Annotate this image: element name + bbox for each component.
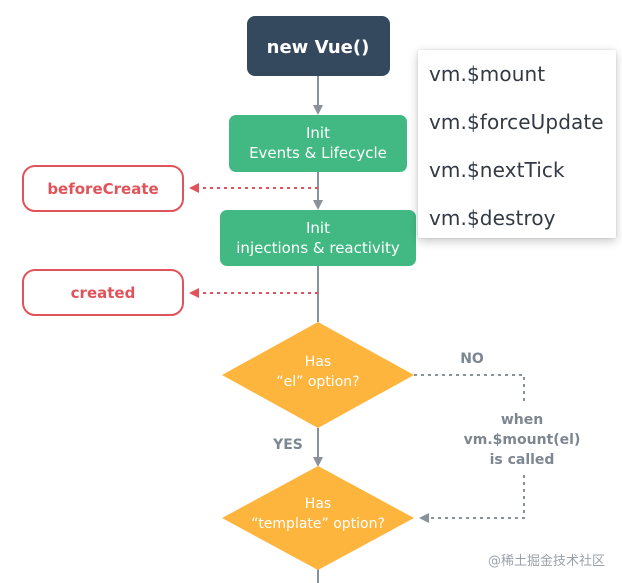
no-label: NO <box>460 351 484 367</box>
decision-template-line2: “template” option? <box>251 516 385 532</box>
menu-item-destroy[interactable]: vm.$destroy <box>429 206 556 230</box>
init-events-line2: Events & Lifecycle <box>249 144 387 162</box>
decision-template-option <box>222 466 414 570</box>
init-events-line1: Init <box>306 124 330 142</box>
init-injections-line2: injections & reactivity <box>236 239 400 257</box>
start-node-label: new Vue() <box>267 37 370 58</box>
before-create-label: beforeCreate <box>47 180 158 198</box>
instance-methods-menu: vm.$mount vm.$forceUpdate vm.$nextTick v… <box>418 50 616 238</box>
menu-item-mount[interactable]: vm.$mount <box>429 62 546 86</box>
yes-label: YES <box>272 437 303 453</box>
menu-item-force-update[interactable]: vm.$forceUpdate <box>429 110 604 134</box>
created-label: created <box>71 284 136 302</box>
connector-no-branch <box>414 374 525 523</box>
init-injections-node <box>220 210 416 266</box>
init-events-node <box>229 115 407 172</box>
when-called-label-bg <box>456 404 592 472</box>
decision-el-line2: “el” option? <box>276 374 359 390</box>
decision-el-line1: Has <box>305 354 331 370</box>
when-called-line3: is called <box>490 452 555 468</box>
when-called-line1: when <box>501 412 543 428</box>
when-called-line2: vm.$mount(el) <box>464 432 581 448</box>
start-node <box>247 16 390 76</box>
init-injections-line1: Init <box>306 219 330 237</box>
before-create-hook <box>22 165 184 212</box>
watermark: @稀土掘金技术社区 <box>488 554 606 569</box>
decision-template-line1: Has <box>305 496 331 512</box>
menu-item-next-tick[interactable]: vm.$nextTick <box>429 158 565 182</box>
decision-el-option <box>222 322 414 428</box>
created-hook <box>22 269 184 316</box>
